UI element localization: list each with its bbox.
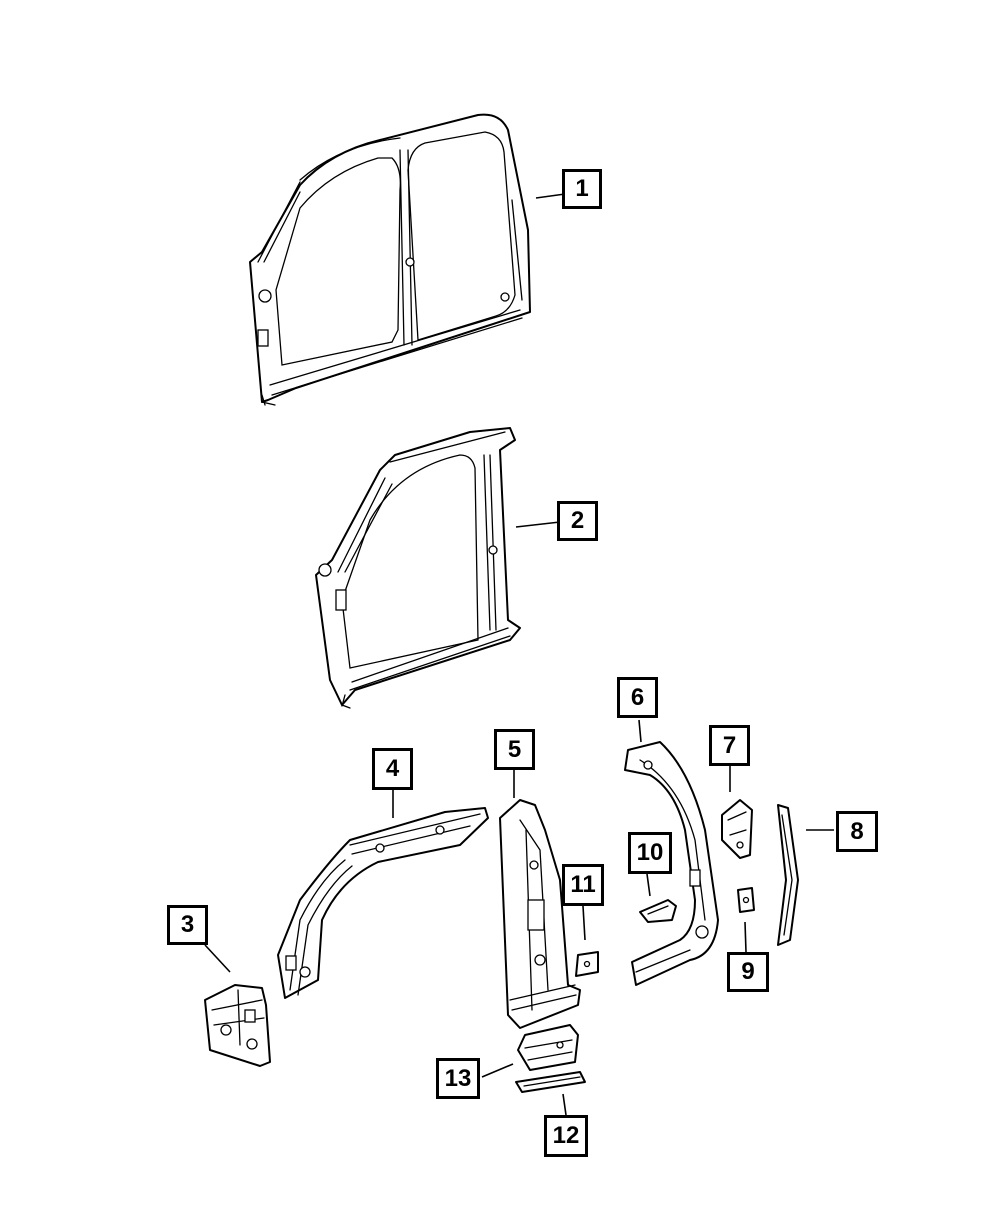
- callout-8: 8: [836, 811, 878, 852]
- callout-1: 1: [562, 169, 602, 209]
- callout-12: 12: [544, 1115, 588, 1157]
- callout-6: 6: [617, 677, 658, 718]
- leader-6: [638, 719, 642, 743]
- part-9-plate: [737, 887, 755, 913]
- callout-5: 5: [494, 729, 535, 770]
- leader-2: [515, 521, 561, 528]
- part-12-sill-strip: [515, 1071, 586, 1093]
- part-4-a-pillar-roof-rail: [277, 807, 489, 999]
- leader-10: [646, 873, 651, 897]
- part-6-rear-pillar: [624, 741, 719, 986]
- part-7-bracket: [721, 799, 753, 859]
- callout-4: 4: [372, 748, 413, 790]
- leader-11: [582, 905, 586, 941]
- leader-13: [481, 1063, 514, 1078]
- part-8-strip: [777, 804, 799, 946]
- part-3-hinge-pillar: [204, 984, 271, 1067]
- part-11-plate: [575, 951, 599, 977]
- part-2-front-aperture: [315, 427, 521, 709]
- callout-11: 11: [562, 864, 604, 906]
- callout-10: 10: [628, 832, 672, 874]
- leader-1: [535, 193, 566, 199]
- callout-3: 3: [167, 905, 208, 945]
- leader-12: [562, 1093, 567, 1116]
- leader-9: [744, 921, 747, 953]
- leader-3: [204, 944, 231, 973]
- part-10-reinforcement: [639, 899, 677, 923]
- callout-2: 2: [557, 501, 598, 541]
- part-13-lower-bracket: [517, 1024, 579, 1071]
- callout-13: 13: [436, 1058, 480, 1099]
- callout-7: 7: [709, 725, 750, 766]
- part-5-b-pillar: [499, 799, 581, 1029]
- callout-9: 9: [727, 952, 769, 992]
- part-1-body-side-aperture: [249, 113, 531, 406]
